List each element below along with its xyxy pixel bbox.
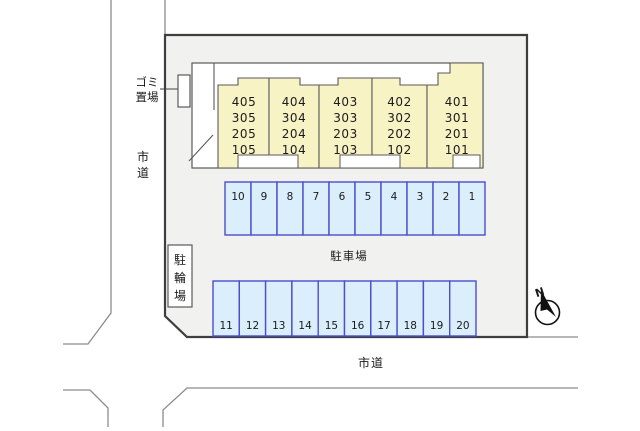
parking-number: 18 xyxy=(404,320,417,332)
parking-number: 4 xyxy=(391,191,398,203)
room-number: 302 xyxy=(387,111,411,125)
room-numbers-unit-404: 404 304 204 104 xyxy=(282,95,306,157)
room-number: 201 xyxy=(445,127,469,141)
parking-number: 20 xyxy=(456,320,469,332)
room-number: 102 xyxy=(387,143,411,157)
parking-number: 14 xyxy=(298,320,312,332)
bicycle-char1: 駐 xyxy=(174,252,186,267)
entrance-notch-2 xyxy=(339,154,401,169)
parking-number: 9 xyxy=(261,191,268,203)
road-left-char2: 道 xyxy=(137,166,149,180)
room-number: 203 xyxy=(333,127,357,141)
parking-space-14 xyxy=(291,280,319,337)
roads-group xyxy=(63,0,578,427)
parking-number: 3 xyxy=(417,191,424,203)
parking-space-4 xyxy=(380,181,408,236)
room-number: 205 xyxy=(232,127,256,141)
north-label: N xyxy=(533,285,546,300)
parking-number: 16 xyxy=(351,320,365,332)
road-edge-bottom-south xyxy=(162,387,578,427)
parking-number: 12 xyxy=(246,320,259,332)
parking-lot-label: 駐車場 xyxy=(330,249,368,263)
entrance-notch-3 xyxy=(452,154,481,169)
parking-space-5 xyxy=(354,181,382,236)
entrance-notch-1 xyxy=(237,154,299,169)
parking-number: 1 xyxy=(469,191,476,203)
parking-space-2 xyxy=(432,181,460,236)
room-number: 404 xyxy=(282,95,306,109)
parking-top-row: 10 9 8 7 6 5 4 3 2 1 xyxy=(224,181,486,236)
bicycle-parking-box xyxy=(167,244,193,308)
room-numbers-unit-401: 401 301 201 101 xyxy=(445,95,469,157)
room-numbers-unit-402: 402 302 202 102 xyxy=(387,95,411,157)
parking-number: 5 xyxy=(365,191,372,203)
parking-space-11 xyxy=(212,280,240,337)
parking-space-12 xyxy=(238,280,267,337)
parking-number: 6 xyxy=(339,191,346,203)
room-number: 103 xyxy=(333,143,357,157)
road-edge-southwest-corner xyxy=(63,389,109,427)
parking-space-3 xyxy=(406,181,434,236)
room-number: 401 xyxy=(445,95,469,109)
parking-number: 2 xyxy=(443,191,450,203)
road-bottom-label: 市道 xyxy=(358,355,384,370)
parking-space-19 xyxy=(422,280,451,337)
road-edge-left-west xyxy=(63,0,112,345)
room-number: 301 xyxy=(445,111,469,125)
room-number: 304 xyxy=(282,111,306,125)
parking-space-1 xyxy=(458,181,486,236)
bicycle-parking: 駐 輪 場 xyxy=(167,244,193,308)
parking-space-13 xyxy=(264,280,293,337)
compass: N xyxy=(533,285,561,326)
parking-number: 8 xyxy=(287,191,294,203)
room-number: 104 xyxy=(282,143,306,157)
north-arrow-needle xyxy=(540,290,556,317)
building-stairs-line xyxy=(188,134,214,162)
parking-number: 10 xyxy=(231,191,244,203)
building-group: 405 305 205 105 404 304 204 104 403 303 … xyxy=(188,62,484,169)
bicycle-char2: 輪 xyxy=(174,270,186,285)
parking-space-15 xyxy=(317,280,346,337)
garbage-box xyxy=(177,74,191,108)
parking-space-20 xyxy=(449,280,477,337)
parking-number: 13 xyxy=(272,320,285,332)
room-number: 305 xyxy=(232,111,256,125)
room-number: 202 xyxy=(387,127,411,141)
room-numbers-unit-403: 403 303 203 103 xyxy=(333,95,357,157)
room-number: 405 xyxy=(232,95,256,109)
room-number: 101 xyxy=(445,143,469,157)
garbage-label-line1: ゴミ xyxy=(136,75,159,89)
room-number: 303 xyxy=(333,111,357,125)
parking-number: 17 xyxy=(377,320,390,332)
parking-space-7 xyxy=(302,181,330,236)
room-numbers-unit-405: 405 305 205 105 xyxy=(232,95,256,157)
parking-space-6 xyxy=(328,181,356,236)
road-left-char1: 市 xyxy=(137,149,149,164)
parking-number: 19 xyxy=(430,320,443,332)
parking-space-8 xyxy=(276,181,304,236)
room-number: 402 xyxy=(387,95,411,109)
parking-number: 15 xyxy=(325,320,338,332)
parking-number: 11 xyxy=(220,320,233,332)
garbage-label-line2: 置場 xyxy=(136,90,159,104)
parking-space-10 xyxy=(224,181,252,236)
room-number: 403 xyxy=(333,95,357,109)
parking-bottom-row: 11 12 13 14 15 16 17 18 19 20 xyxy=(212,280,477,337)
room-number: 204 xyxy=(282,127,306,141)
unit-401 xyxy=(426,62,484,169)
parking-number: 7 xyxy=(313,191,320,203)
bicycle-char3: 場 xyxy=(174,289,186,303)
room-number: 105 xyxy=(232,143,256,157)
parking-space-9 xyxy=(250,181,278,236)
parking-space-16 xyxy=(343,280,372,337)
road-left-label: 市 道 xyxy=(137,149,149,180)
